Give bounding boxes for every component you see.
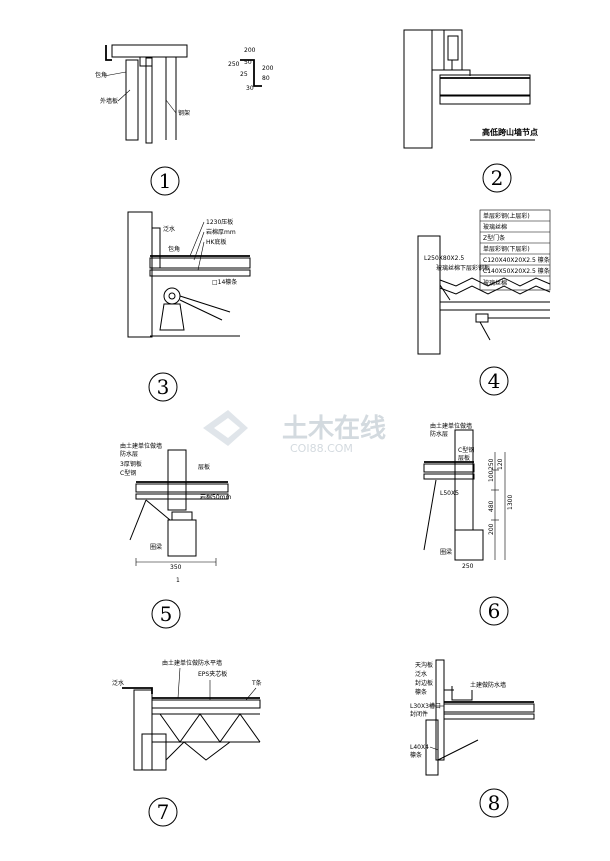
detail-6-dim-5: 1300 <box>507 495 514 510</box>
detail-4-label-8: 玻璃丝棉下层彩钢板 <box>436 264 490 272</box>
detail-4-label-1: 玻璃丝棉 <box>483 223 507 231</box>
detail-4-number: 4 <box>488 369 501 393</box>
detail-8: 天沟板 泛水 封边板 檩条 土建做防水墙 L30X3槽口 封闭件 L40X4 檩… <box>410 659 535 818</box>
detail-6-dim-0: 250 <box>488 458 495 470</box>
detail-1-dim-1: 50 <box>244 59 252 66</box>
detail-7-label-1: 泛水 <box>112 679 124 687</box>
detail-3-label-1: 1230压板 <box>206 218 233 226</box>
detail-7-number: 7 <box>157 800 170 824</box>
detail-2-number-circle <box>482 163 512 193</box>
detail-4-label-0: 单层彩钢(上层彩) <box>483 212 530 220</box>
detail-5-dim-1: 1 <box>176 577 180 584</box>
detail-6-dim-6: 250 <box>462 563 474 570</box>
detail-3-label-0: 泛水 <box>163 225 175 233</box>
detail-2-number: 2 <box>491 166 504 190</box>
detail-1-number-circle <box>150 166 180 196</box>
detail-8-label-8: 檩条 <box>410 751 422 759</box>
detail-5-label-3: C型钢 <box>120 469 136 477</box>
detail-1-dim-0: 200 <box>244 47 256 54</box>
detail-7-label-2: EPS夹芯板 <box>198 670 227 678</box>
detail-4-label-3: 单层彩钢(下层彩) <box>483 245 530 253</box>
detail-1-dim-5: 80 <box>262 75 270 82</box>
detail-5-label-4: 层板 <box>198 463 210 471</box>
detail-5-label-6: 圈梁 <box>150 543 162 551</box>
detail-8-label-3: 檩条 <box>415 688 427 696</box>
detail-4-label-2: Z型门条 <box>483 234 505 242</box>
detail-6-dim-3: 480 <box>488 500 495 512</box>
detail-3-label-3: HK底板 <box>206 238 226 246</box>
detail-4-number-circle <box>479 366 509 396</box>
detail-1-number: 1 <box>159 169 172 193</box>
detail-3-number: 3 <box>157 375 170 399</box>
detail-1: 包角 外墙板 钢架 200 50 250 200 25 80 30 1 <box>95 44 274 196</box>
detail-3: 泛水 1230压板 岩棉厚mm HK底板 包角 □14檩条 3 <box>127 211 251 402</box>
detail-6-number-circle <box>479 596 509 626</box>
detail-8-label-1: 泛水 <box>415 670 427 678</box>
detail-6-label-1: 防水层 <box>430 430 448 438</box>
detail-1-dim-3: 200 <box>262 65 274 72</box>
detail-6-label-4: L50X5 <box>440 490 459 497</box>
detail-1-dim-2: 250 <box>228 61 240 68</box>
detail-6-label-0: 由土建单位做墙 <box>430 422 472 430</box>
detail-6-dim-1: 100 <box>488 470 495 482</box>
detail-8-number: 8 <box>488 791 501 815</box>
detail-3-label-5: □14檩条 <box>212 278 237 286</box>
detail-1-label-0: 包角 <box>95 71 107 79</box>
watermark-site: COI88.COM <box>290 442 353 455</box>
detail-7-label-3: T条 <box>251 679 262 687</box>
detail-4-legend-table: 单层彩钢(上层彩) 玻璃丝棉 Z型门条 单层彩钢(下层彩) C120X40X20… <box>479 209 551 291</box>
detail-4-label-5: C140X50X20X2.5 檩条 <box>483 267 550 275</box>
detail-4-label-4: C120X40X20X2.5 檩条 <box>483 256 550 264</box>
detail-7: 由土建单位做防水平墙 泛水 EPS夹芯板 T条 7 <box>112 659 262 827</box>
detail-3-label-2: 岩棉厚mm <box>206 228 236 236</box>
watermark-logo-icon <box>203 410 248 446</box>
detail-6-label-3: 层板 <box>458 454 470 462</box>
detail-5-number: 5 <box>160 602 173 626</box>
detail-6-dim-2: 120 <box>497 458 504 470</box>
detail-6-label-2: C型钢 <box>458 446 474 454</box>
detail-2: 高低跨山墙节点 2 <box>403 29 538 193</box>
detail-8-label-4: 土建做防水墙 <box>470 681 506 689</box>
watermark: 土木在线 COI88.COM <box>203 410 386 455</box>
detail-7-label-0: 由土建单位做防水平墙 <box>162 659 222 667</box>
detail-1-label-2: 钢架 <box>178 109 190 117</box>
detail-5-dim-0: 350 <box>170 564 182 571</box>
detail-3-number-circle <box>148 372 178 402</box>
detail-2-title: 高低跨山墙节点 <box>482 127 538 137</box>
detail-5-label-1: 防水层 <box>120 450 138 458</box>
detail-8-label-0: 天沟板 <box>415 661 433 669</box>
detail-1-dim-6: 30 <box>246 85 254 92</box>
detail-8-label-5: L30X3槽口 <box>410 702 441 710</box>
detail-5-label-2: 3厚钢板 <box>120 460 142 468</box>
detail-6-label-5: 圈梁 <box>440 548 452 556</box>
detail-3-label-4: 包角 <box>168 245 180 253</box>
detail-6-number: 6 <box>488 599 501 623</box>
detail-4-label-7: L250X80X2.5 <box>424 255 464 262</box>
detail-5-number-circle <box>151 599 181 629</box>
watermark-brand: 土木在线 <box>282 414 386 444</box>
detail-5: 由土建单位做墙 防水层 3厚钢板 C型钢 层板 岩棉50mm 圈梁 350 1 … <box>120 442 231 629</box>
detail-6-dim-4: 200 <box>488 523 495 535</box>
detail-8-label-7: L40X4 <box>410 744 429 751</box>
detail-4: 单层彩钢(上层彩) 玻璃丝棉 Z型门条 单层彩钢(下层彩) C120X40X20… <box>417 209 551 396</box>
detail-5-label-5: 岩棉50mm <box>200 493 231 501</box>
detail-7-number-circle <box>148 797 178 827</box>
detail-8-label-6: 封闭件 <box>410 710 428 718</box>
detail-1-label-1: 外墙板 <box>100 97 118 105</box>
detail-5-label-0: 由土建单位做墙 <box>120 442 162 450</box>
detail-8-label-2: 封边板 <box>415 679 433 687</box>
detail-6: 由土建单位做墙 防水层 C型钢 层板 L50X5 圈梁 250 100 120 … <box>423 422 514 626</box>
detail-8-number-circle <box>479 788 509 818</box>
detail-1-dim-4: 25 <box>240 71 248 78</box>
